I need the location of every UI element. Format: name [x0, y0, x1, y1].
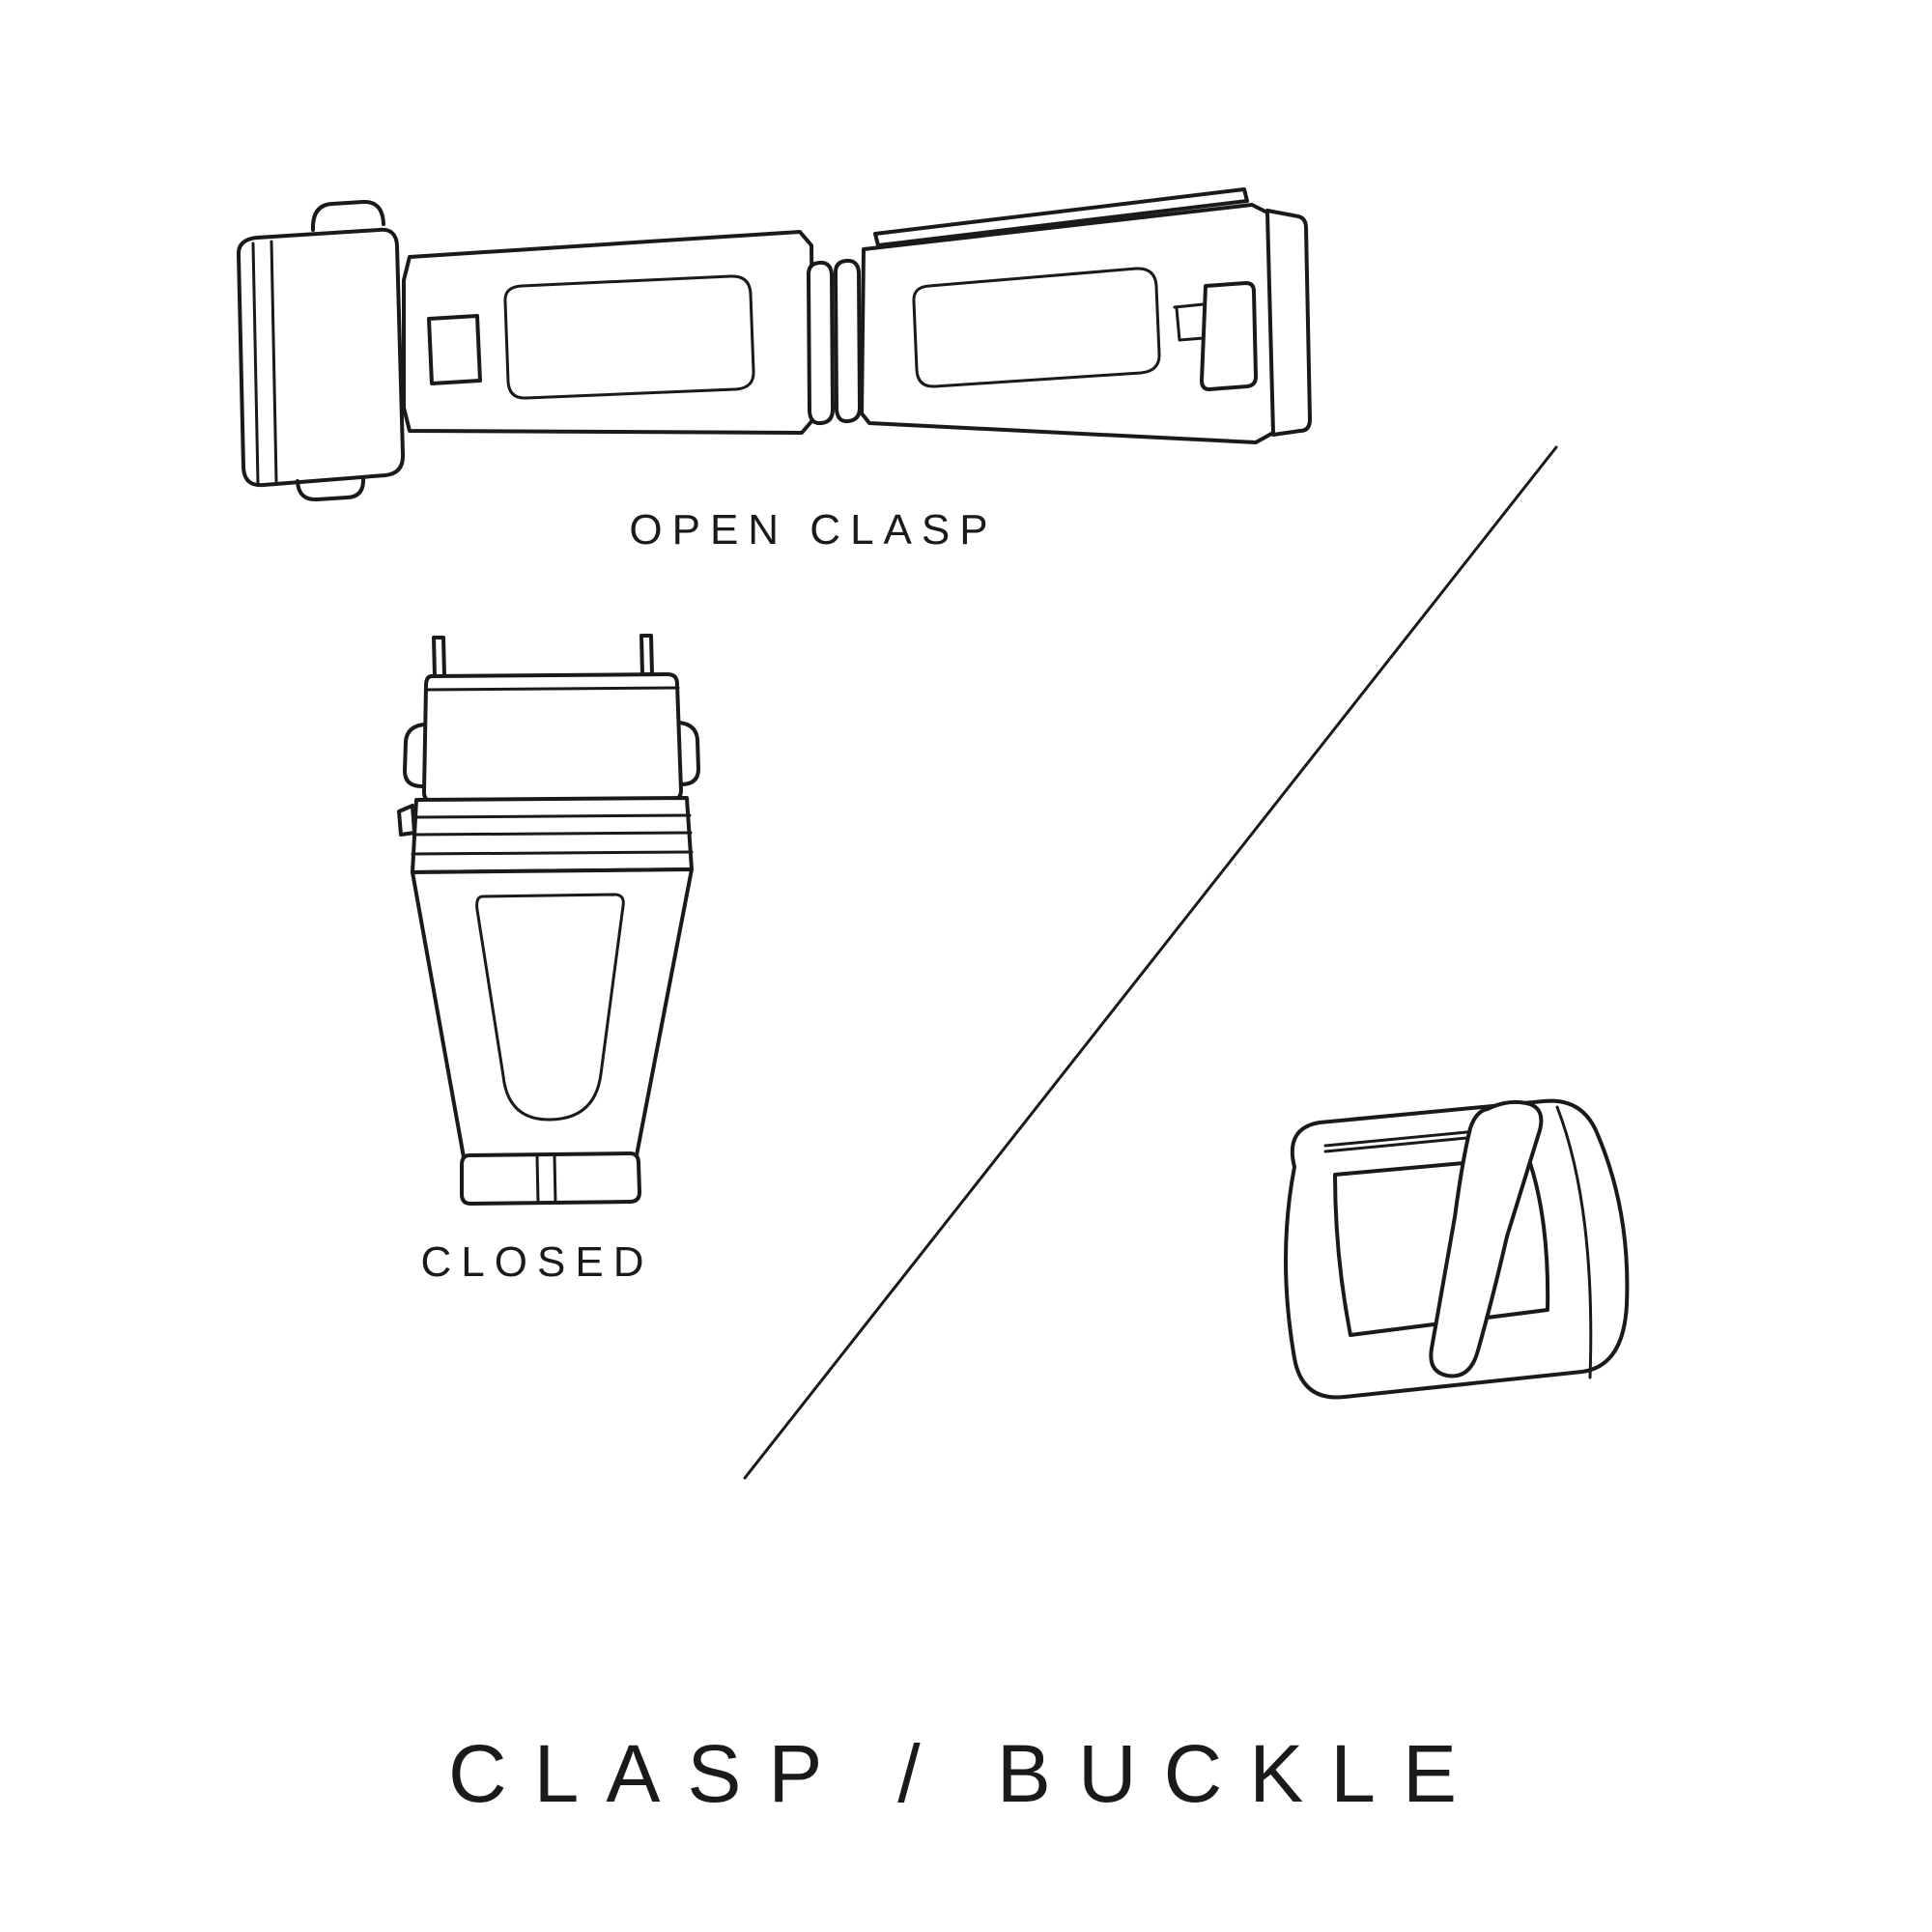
page-title: CLASP / BUCKLE [447, 1728, 1485, 1819]
closed-clasp-label: CLOSED [420, 1238, 654, 1286]
buckle-illustration [1284, 1098, 1630, 1400]
open-clasp-label: OPEN CLASP [629, 506, 998, 554]
open-clasp-illustration [236, 187, 1312, 502]
diagonal-divider-line [743, 445, 1558, 1480]
closed-clasp-illustration [397, 634, 700, 1206]
